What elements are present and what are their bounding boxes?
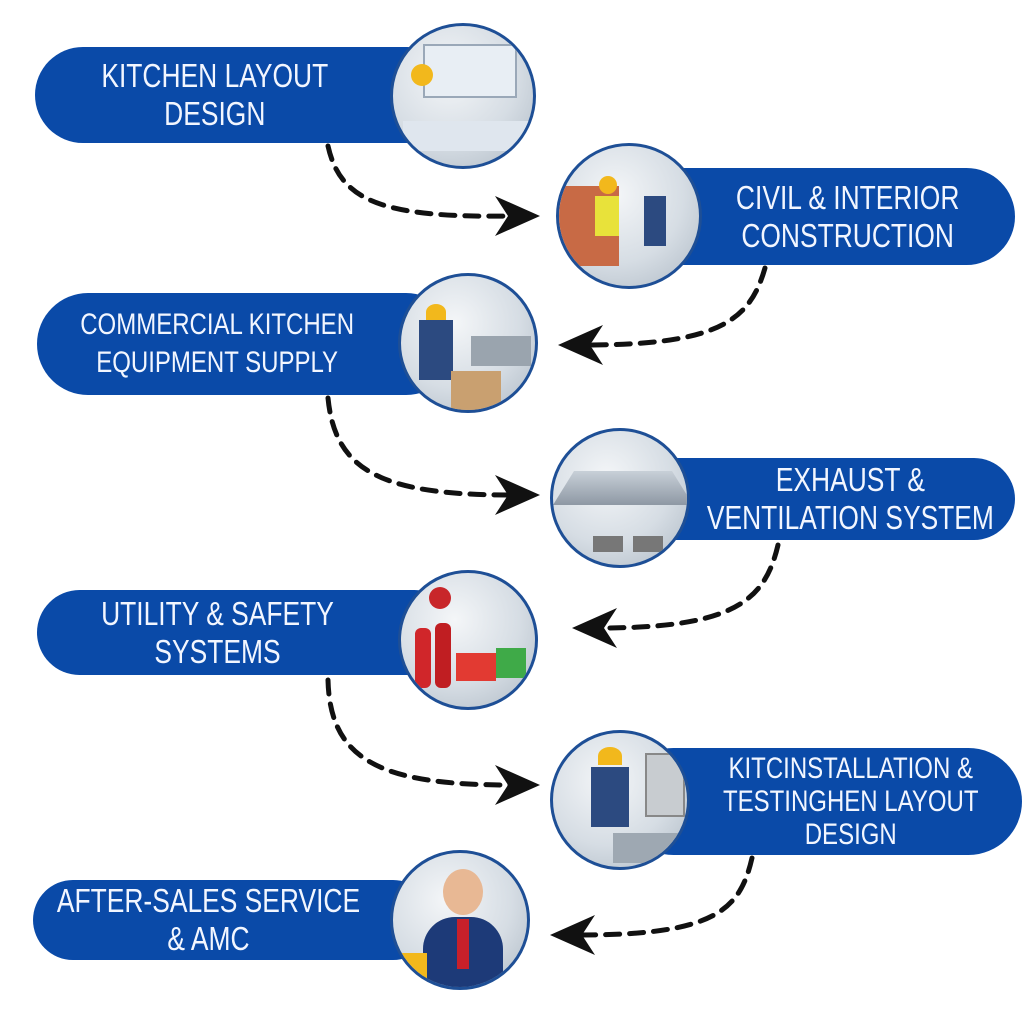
step-utility-safety-systems: Utility & SafetySystems	[37, 590, 457, 675]
installation-testing-illustration-icon	[550, 730, 690, 870]
step-label: Commercial Kitchen	[80, 308, 354, 341]
equipment-supply-illustration-icon	[398, 273, 538, 413]
step-commercial-kitchen-equipment-supply: Commercial KitchenEquipment Supply	[37, 293, 457, 395]
step-label: Ventilation System	[706, 499, 994, 536]
arrow-3-to-4	[325, 395, 513, 498]
arrow-5-to-6	[325, 677, 513, 788]
arrowhead-3	[495, 475, 540, 515]
step-label: Civil & Interior	[735, 178, 960, 216]
step-label: Design	[164, 95, 266, 132]
fire-safety-illustration-icon	[398, 570, 538, 710]
arrowhead-5	[495, 765, 540, 805]
arrowhead-6	[550, 915, 595, 955]
step-label: Construction	[741, 216, 954, 254]
step-label: Systems	[153, 632, 281, 670]
step-label: Exhaust &	[775, 461, 925, 498]
step-label: Kitchen Layout	[101, 57, 329, 94]
arrow-4-to-5	[597, 542, 781, 631]
customer-support-illustration-icon	[390, 850, 530, 990]
arrowhead-4	[572, 608, 617, 648]
arrow-6-to-7	[577, 855, 755, 938]
step-kitchen-layout-design: Kitchen LayoutDesign	[35, 47, 455, 143]
step-label: Utility & Safety	[100, 594, 334, 632]
step-label: Design	[804, 818, 897, 851]
step-after-sales-service-amc: After-Sales Service& AMC	[33, 880, 433, 960]
step-label: After-Sales Service	[56, 882, 360, 919]
step-label: Equipment Supply	[96, 346, 338, 379]
step-label: & AMC	[166, 920, 250, 957]
arrow-1-to-2	[325, 143, 513, 219]
exhaust-hood-illustration-icon	[550, 428, 690, 568]
arrowhead-2	[558, 325, 603, 365]
step-label: Testinghen Layout	[723, 785, 979, 818]
step-exhaust-ventilation-system: Exhaust &Ventilation System	[625, 458, 1015, 540]
step-label: Kitcinstallation &	[728, 752, 974, 785]
arrow-2-to-3	[582, 265, 768, 348]
construction-illustration-icon	[556, 143, 702, 289]
kitchen-design-illustration-icon	[390, 23, 536, 169]
arrowhead-1	[495, 196, 540, 236]
